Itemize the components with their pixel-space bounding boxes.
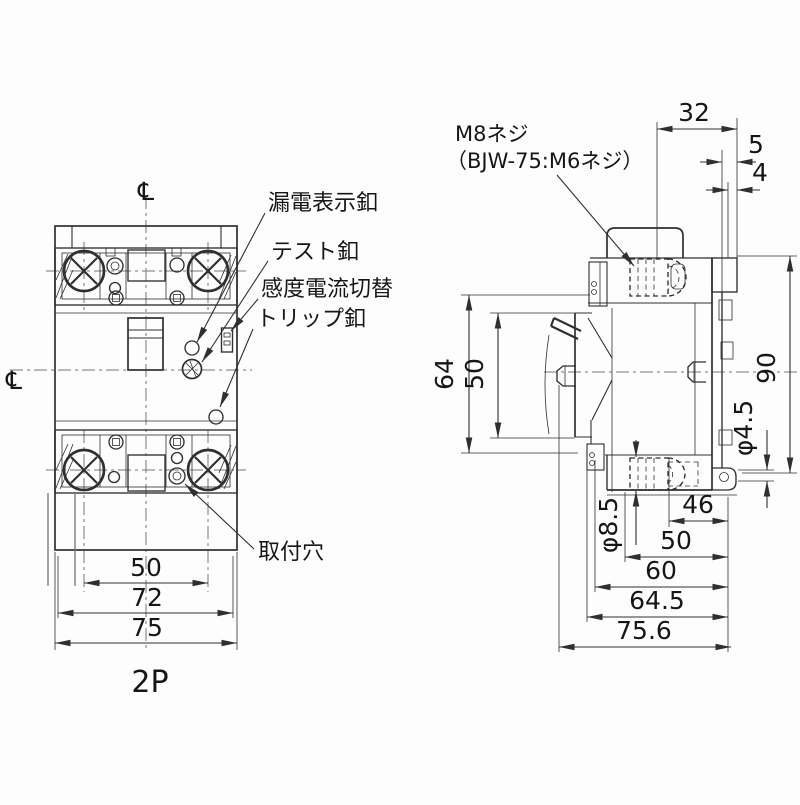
- terminal-screw-bottom-left: [62, 448, 106, 492]
- mounting-hole-outer: [168, 467, 186, 485]
- label-mounting-hole: 取付穴: [258, 540, 324, 565]
- pole-count-label: 2P: [131, 665, 168, 700]
- dim-phi-8-5: φ8.5: [594, 497, 623, 553]
- top-small-hole-left: [108, 281, 122, 295]
- front-dimensions: 50 72 75: [54, 552, 238, 650]
- side-top-dimensions: 32 5 4: [657, 98, 768, 258]
- dim-side-50h: 50: [660, 526, 692, 555]
- label-leakage-indicator: 漏電表示釦: [268, 191, 378, 216]
- bottom-small-hole-left: [107, 470, 121, 484]
- leakage-indicator-button: [184, 340, 200, 356]
- cover-screw-bottom-left: [108, 434, 124, 450]
- toggle-handle-side: [544, 317, 582, 435]
- label-trip-button: トリップ釦: [256, 307, 366, 332]
- label-m8-screw: M8ネジ: [455, 122, 528, 146]
- lower-latch-detail: [586, 443, 605, 471]
- handle-pivot-detail: [556, 365, 576, 387]
- label-sensitivity-switch: 感度電流切替: [261, 277, 393, 302]
- dim-front-72: 72: [131, 583, 163, 612]
- m8-screw-hidden: [629, 258, 687, 297]
- dim-64: 64: [430, 358, 459, 390]
- terminal-screw-bottom-right: [186, 448, 230, 492]
- dim-5: 5: [748, 130, 764, 159]
- cover-screw-top-left: [108, 290, 124, 306]
- bottom-terminal-strip: [47, 429, 238, 586]
- din-rail-detail: [687, 361, 706, 383]
- dim-phi-4-5: φ4.5: [729, 400, 758, 456]
- top-slot-hole-outer: [106, 257, 124, 275]
- dim-75-6: 75.6: [616, 616, 672, 645]
- top-small-hole-right: [169, 257, 185, 273]
- top-terminal-strip: [54, 247, 238, 306]
- centerline-symbol-left: ℄: [5, 366, 22, 395]
- bottom-screw-hidden: [629, 457, 699, 491]
- dim-front-75: 75: [131, 613, 163, 642]
- side-bottom-terminal: [605, 454, 737, 496]
- terminal-screw-top-left: [62, 249, 106, 293]
- side-view: 32 5 4 64 50 90: [430, 98, 798, 652]
- screw-note: M8ネジ （BJW-75:M6ネジ）: [446, 122, 643, 267]
- dim-90: 90: [752, 352, 781, 384]
- dim-60: 60: [645, 556, 677, 585]
- toggle-handle: [127, 317, 164, 371]
- dim-side-50v: 50: [460, 358, 489, 390]
- side-top-terminal: [588, 122, 712, 307]
- front-view: ℄ ℄: [5, 177, 393, 700]
- top-slot-hole-inner: [110, 261, 120, 271]
- dim-front-50: 50: [130, 553, 162, 582]
- side-back-structure: [711, 257, 738, 491]
- mounting-foot: [712, 467, 737, 491]
- side-bottom-dimensions: 46 50 60 64.5 75.6: [558, 385, 731, 652]
- cover-screw-top-right: [169, 290, 185, 306]
- side-body-profile: [544, 303, 706, 492]
- terminal-screw-top-right: [186, 249, 230, 293]
- dim-4: 4: [752, 158, 768, 187]
- dim-64-5: 64.5: [629, 586, 685, 615]
- centerline-symbol-top: ℄: [137, 177, 154, 206]
- trip-button: [208, 409, 224, 425]
- bottom-small-hole-right: [170, 451, 184, 465]
- test-button: [181, 358, 203, 380]
- terminal-hole-dimension: φ8.5: [594, 440, 640, 553]
- side-right-dimensions: 90 φ4.5: [729, 255, 797, 508]
- cover-screw-bottom-right: [169, 434, 185, 450]
- dim-46: 46: [682, 490, 714, 519]
- label-m8-screw-alt: （BJW-75:M6ネジ）: [446, 149, 643, 173]
- sensitivity-switch: [220, 327, 234, 353]
- front-callouts: 漏電表示釦 テスト釦 感度電流切替 トリップ釦 取付穴: [184, 191, 393, 565]
- side-left-dimensions: 64 50: [430, 294, 590, 454]
- mounting-hole-inner: [172, 471, 182, 481]
- dim-32: 32: [678, 98, 710, 127]
- breaker-body-outline: [54, 225, 238, 551]
- label-test-button: テスト釦: [271, 240, 359, 265]
- back-mounting-hole: [719, 472, 729, 482]
